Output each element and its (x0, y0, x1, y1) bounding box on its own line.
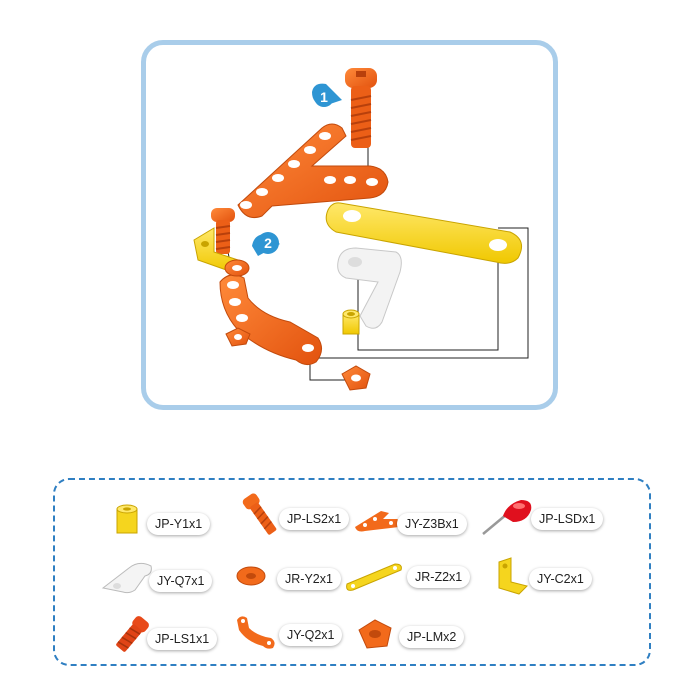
assembly-diagram: 1 2 (193, 68, 529, 391)
yellow-bar-part (325, 202, 523, 264)
step-1-badge: 1 (312, 83, 342, 107)
parts-list: JP-Y1x1 JP-LS2x1 JY-Z3Bx1 JP-LSDx1 (53, 478, 651, 666)
orange-nut-part-2 (341, 365, 371, 391)
part-code-label: JP-Y1x1 (147, 513, 211, 535)
part-code-label: JY-Z3Bx1 (397, 513, 467, 535)
white-bracket-part (337, 247, 402, 329)
part-item: JR-Z2x1 (343, 550, 503, 598)
part-item: JR-Y2x1 (229, 552, 379, 600)
part-item: JP-Y1x1 (111, 497, 261, 545)
orange-curved-bar-icon (237, 616, 275, 649)
part-item: JY-C2x1 (489, 552, 639, 600)
orange-screw-icon (242, 493, 277, 535)
orange-t-bar-icon (355, 511, 401, 532)
part-code-label: JY-C2x1 (529, 568, 592, 590)
orange-t-bar-part (237, 123, 389, 219)
part-item: JP-LS2x1 (235, 492, 385, 540)
small-orange-screw-part (211, 208, 235, 254)
yellow-spacer-icon (116, 504, 138, 534)
orange-washer-icon (236, 566, 266, 586)
part-item: JP-LMx2 (353, 610, 503, 658)
part-code-label: JP-LS2x1 (279, 508, 350, 530)
red-short-screw-icon (116, 616, 149, 652)
red-screwdriver-icon (482, 500, 532, 535)
white-bracket-icon (101, 562, 152, 594)
orange-curved-bar-part (219, 274, 322, 366)
part-code-label: JR-Z2x1 (407, 566, 471, 588)
orange-washer-part (224, 259, 250, 277)
orange-screw-part (345, 68, 377, 148)
part-code-label: JY-Q2x1 (279, 624, 343, 646)
part-code-label: JY-Q7x1 (149, 570, 213, 592)
step-2-label: 2 (264, 235, 272, 251)
yellow-bar-icon (346, 563, 402, 591)
step-1-label: 1 (320, 89, 328, 105)
yellow-spacer-part (342, 309, 360, 335)
yellow-angle-icon (498, 557, 528, 595)
part-code-label: JP-LS1x1 (147, 628, 218, 650)
part-code-label: JR-Y2x1 (277, 568, 341, 590)
step-2-badge: 2 (252, 232, 280, 256)
part-item: JP-LS1x1 (103, 612, 253, 660)
part-code-label: JP-LSDx1 (531, 508, 604, 530)
orange-nut-icon (358, 619, 392, 649)
part-code-label: JP-LMx2 (399, 626, 465, 648)
part-item: JY-Z3Bx1 (351, 497, 501, 545)
part-item: JP-LSDx1 (477, 492, 647, 540)
part-item: JY-Q7x1 (99, 554, 249, 602)
orange-nut-part-1 (225, 327, 251, 347)
part-item: JY-Q2x1 (231, 608, 381, 656)
